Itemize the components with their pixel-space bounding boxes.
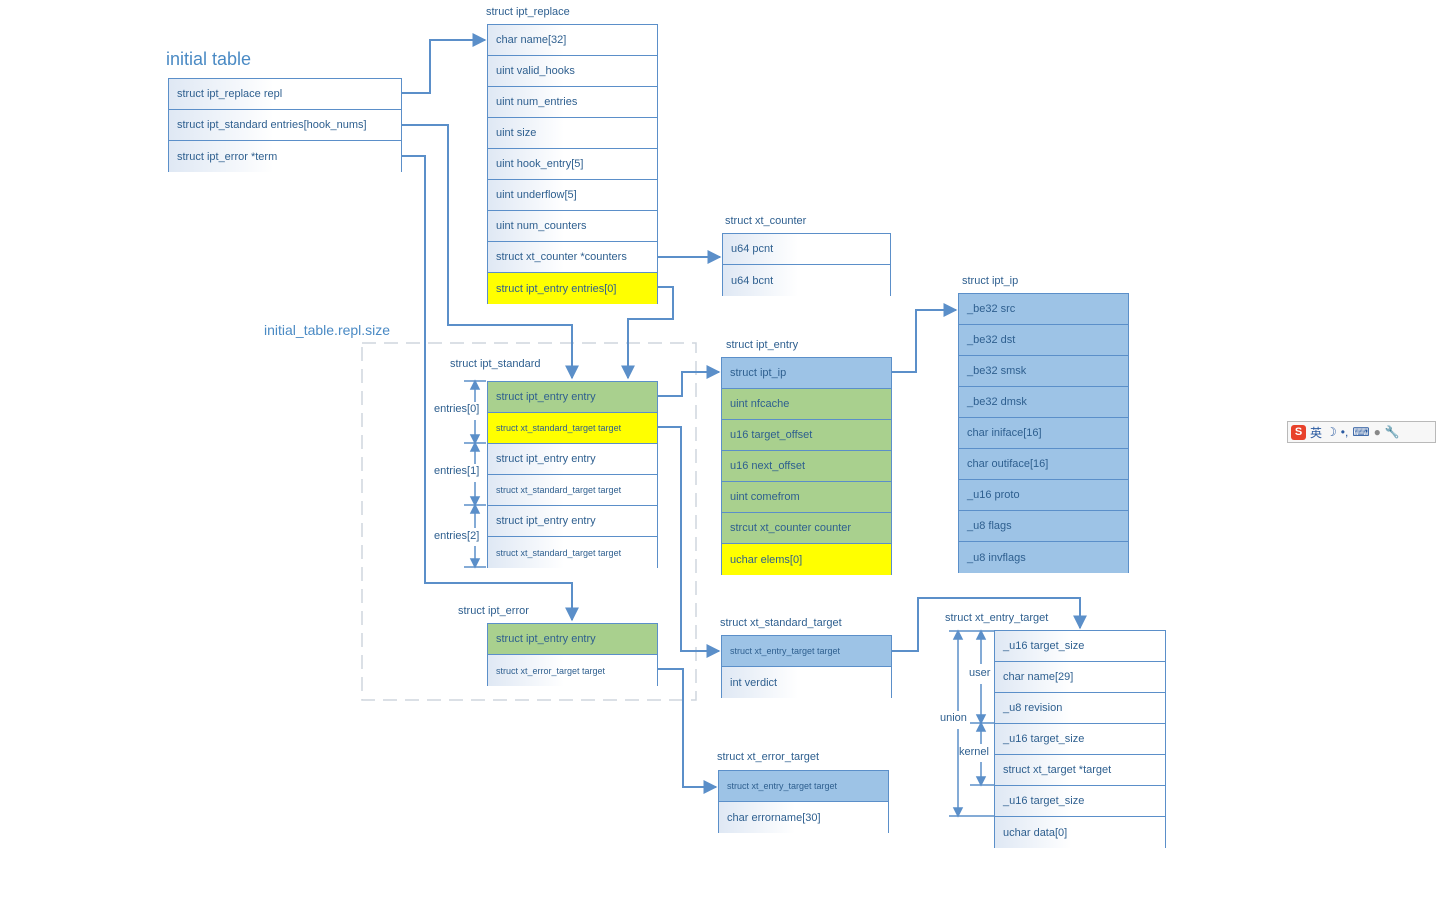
union-label: union <box>940 712 967 724</box>
table-row: uint valid_hooks <box>488 56 657 87</box>
ipt-entry-title: struct ipt_entry <box>726 339 799 351</box>
xt-counter-box: u64 pcnt u64 bcnt <box>722 233 891 296</box>
table-row: struct xt_standard_target target <box>488 475 657 506</box>
language-toggle[interactable]: 英 <box>1310 425 1323 440</box>
table-row: uint comefrom <box>722 482 891 513</box>
table-row: struct xt_entry_target target <box>722 636 891 667</box>
table-row: _u16 proto <box>959 480 1128 511</box>
ipt-error-title: struct ipt_error <box>458 605 529 617</box>
table-row: struct ipt_standard entries[hook_nums] <box>169 110 401 141</box>
xt-counter-title: struct xt_counter <box>725 215 807 227</box>
table-row: uint num_entries <box>488 87 657 118</box>
ipt-ip-title: struct ipt_ip <box>962 275 1019 287</box>
ipt-standard-box: struct ipt_entry entry struct xt_standar… <box>487 381 658 568</box>
arrow-repl <box>402 33 487 94</box>
table-row: char name[32] <box>488 25 657 56</box>
table-row: _u16 target_size <box>995 786 1165 817</box>
table-row: uint num_counters <box>488 211 657 242</box>
ipt-replace-title: struct ipt_replace <box>486 6 570 18</box>
table-row: char errorname[30] <box>719 802 888 833</box>
table-row: uint size <box>488 118 657 149</box>
ipt-standard-title: struct ipt_standard <box>450 358 541 370</box>
table-row: _u8 invflags <box>959 542 1128 573</box>
table-row: uchar data[0] <box>995 817 1165 848</box>
arrow-err-target <box>658 668 718 794</box>
keyboard-icon[interactable]: ⌨ <box>1352 425 1370 439</box>
xt-error-target-title: struct xt_error_target <box>717 751 820 763</box>
table-row: struct ipt_entry entry <box>488 382 657 413</box>
arrow-entries <box>402 124 579 380</box>
ime-toolbar[interactable]: S 英 ☽ •, ⌨ ● 🔧 <box>1287 421 1436 443</box>
punctuation-icon[interactable]: •, <box>1340 425 1349 439</box>
table-row: strcut xt_counter counter <box>722 513 891 544</box>
table-row: struct xt_entry_target target <box>719 771 888 802</box>
user-label: user <box>969 667 991 679</box>
arrow-entries0 <box>621 286 674 380</box>
sogou-logo-icon[interactable]: S <box>1291 424 1306 440</box>
initial-table-box: struct ipt_replace repl struct ipt_stand… <box>168 78 402 172</box>
table-row: struct ipt_replace repl <box>169 79 401 110</box>
table-row: char name[29] <box>995 662 1165 693</box>
table-row: struct xt_counter *counters <box>488 242 657 273</box>
table-row: uint nfcache <box>722 389 891 420</box>
table-row: uchar elems[0] <box>722 544 891 575</box>
table-row: char iniface[16] <box>959 418 1128 449</box>
entries0-label: entries[0] <box>434 403 480 415</box>
xt-standard-target-box: struct xt_entry_target target int verdic… <box>721 635 892 698</box>
arrow-std-target <box>658 426 721 658</box>
entries2-label: entries[2] <box>434 530 480 542</box>
table-row: _u16 target_size <box>995 724 1165 755</box>
user-icon[interactable]: ● <box>1373 425 1381 439</box>
table-row: struct ipt_error *term <box>169 141 401 172</box>
table-row: _be32 src <box>959 294 1128 325</box>
ipt-ip-box: _be32 src _be32 dst _be32 smsk _be32 dms… <box>958 293 1129 573</box>
entries1-label: entries[1] <box>434 465 480 477</box>
ipt-error-box: struct ipt_entry entry struct xt_error_t… <box>487 623 658 686</box>
xt-entry-target-box: _u16 target_size char name[29] _u8 revis… <box>994 630 1166 848</box>
arrow-entry <box>658 365 721 397</box>
table-row: struct xt_standard_target target <box>488 413 657 444</box>
kernel-label: kernel <box>959 746 989 758</box>
table-row: struct ipt_entry entries[0] <box>488 273 657 304</box>
table-row: struct ipt_entry entry <box>488 444 657 475</box>
table-row: u64 bcnt <box>723 265 890 296</box>
ipt-replace-box: char name[32] uint valid_hooks uint num_… <box>487 24 658 304</box>
table-row: _be32 dmsk <box>959 387 1128 418</box>
table-row: u64 pcnt <box>723 234 890 265</box>
table-row: struct ipt_ip <box>722 358 891 389</box>
initial-table-title: initial table <box>166 49 252 69</box>
table-row: _be32 dst <box>959 325 1128 356</box>
wrench-icon[interactable]: 🔧 <box>1384 425 1400 439</box>
table-row: uint underflow[5] <box>488 180 657 211</box>
table-row: _u16 target_size <box>995 631 1165 662</box>
xt-entry-target-title: struct xt_entry_target <box>945 612 1049 624</box>
table-row: struct xt_error_target target <box>488 655 657 686</box>
table-row: _be32 smsk <box>959 356 1128 387</box>
table-row: u16 next_offset <box>722 451 891 482</box>
table-row: struct ipt_entry entry <box>488 506 657 537</box>
repl-size-region <box>361 342 697 701</box>
table-row: struct ipt_entry entry <box>488 624 657 655</box>
xt-standard-target-title: struct xt_standard_target <box>720 617 842 629</box>
moon-icon[interactable]: ☽ <box>1326 425 1337 439</box>
ipt-entry-box: struct ipt_ip uint nfcache u16 target_of… <box>721 357 892 575</box>
table-row: char outiface[16] <box>959 449 1128 480</box>
arrow-term <box>402 155 579 622</box>
arrow-ipt-ip <box>891 303 958 373</box>
table-row: _u8 revision <box>995 693 1165 724</box>
arrow-entry-target <box>891 597 1087 652</box>
table-row: uint hook_entry[5] <box>488 149 657 180</box>
table-row: struct xt_standard_target target <box>488 537 657 568</box>
xt-error-target-box: struct xt_entry_target target char error… <box>718 770 889 833</box>
table-row: u16 target_offset <box>722 420 891 451</box>
table-row: int verdict <box>722 667 891 698</box>
table-row: _u8 flags <box>959 511 1128 542</box>
repl-size-label: initial_table.repl.size <box>264 322 391 338</box>
table-row: struct xt_target *target <box>995 755 1165 786</box>
